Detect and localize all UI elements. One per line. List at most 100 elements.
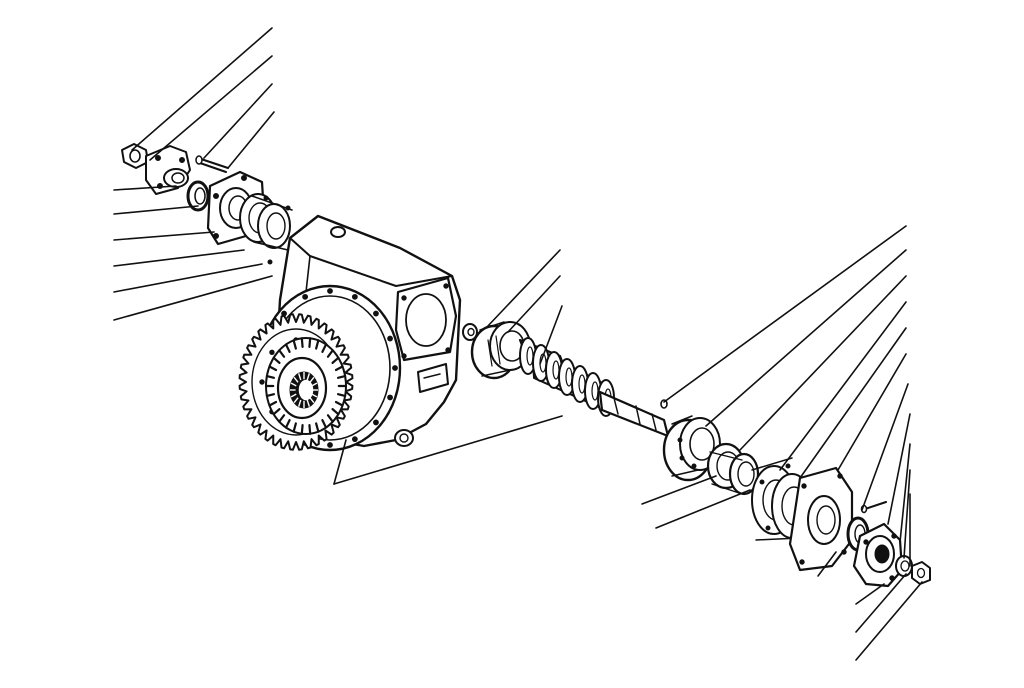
worm-thread — [519, 337, 615, 417]
flange-bolt — [373, 419, 379, 426]
leader-line — [131, 27, 273, 151]
flange-bolt — [351, 293, 358, 300]
inner-tooth — [336, 374, 347, 379]
spline — [290, 382, 297, 387]
spline — [306, 373, 311, 381]
inner-tooth — [315, 339, 320, 350]
leader-line — [739, 275, 907, 451]
spline — [297, 399, 302, 407]
leader-line — [817, 551, 837, 577]
leader-line — [855, 581, 923, 661]
hub-splines — [290, 372, 318, 408]
flange-bolt — [302, 293, 309, 300]
inner-tooth — [278, 349, 286, 358]
spline — [309, 376, 315, 383]
leader-line — [899, 443, 911, 543]
leader-line — [779, 301, 907, 471]
leader-line — [903, 469, 911, 559]
leader-line — [113, 205, 199, 215]
spline — [297, 373, 302, 381]
inner-tooth — [268, 400, 278, 407]
inner-tooth — [300, 424, 304, 435]
leader-line — [113, 231, 215, 241]
right-nut — [911, 561, 931, 585]
inner-tooth — [334, 365, 344, 372]
inner-tooth — [284, 343, 291, 354]
spline — [309, 397, 315, 404]
inner-tooth — [292, 339, 297, 350]
flange-bolt — [392, 365, 398, 371]
leader-line — [333, 415, 563, 485]
inner-tooth — [292, 422, 297, 433]
flange-bolt — [327, 288, 333, 294]
inner-tooth — [331, 356, 340, 364]
shaft-front-nut — [462, 323, 478, 341]
gear-web-hole — [269, 349, 275, 356]
inner-tooth — [300, 337, 304, 348]
inner-tooth — [321, 418, 328, 429]
leader-line — [539, 305, 563, 365]
spline — [290, 393, 297, 398]
spline — [311, 393, 318, 398]
left-shims — [239, 193, 293, 265]
inner-gear-teeth — [264, 337, 348, 435]
inner-tooth — [272, 356, 281, 364]
left-flange — [145, 145, 191, 195]
inner-tooth — [321, 343, 328, 354]
shaft-rear-bearing — [662, 415, 721, 482]
leader-line — [799, 327, 907, 479]
flange-bolt — [327, 442, 333, 448]
inner-tooth — [278, 414, 286, 423]
inner-tooth — [331, 408, 340, 416]
leader-lines — [113, 27, 923, 661]
inner-tooth — [272, 408, 281, 416]
leader-line — [113, 263, 263, 293]
leader-line — [113, 249, 245, 267]
spline — [293, 376, 299, 383]
leader-line — [507, 275, 561, 333]
leader-line — [861, 383, 909, 511]
leader-line — [485, 249, 561, 329]
right-end-assembly — [706, 442, 931, 588]
inner-tooth — [308, 424, 312, 435]
spline — [293, 397, 299, 404]
leader-line — [837, 353, 907, 471]
inner-tooth — [326, 414, 334, 423]
inner-tooth — [336, 393, 347, 398]
leader-line — [855, 573, 907, 633]
left-seal-ring — [186, 180, 210, 212]
flange-bolt — [387, 394, 393, 401]
left-end-assembly — [121, 143, 293, 265]
inner-tooth — [265, 374, 276, 379]
leader-line — [705, 249, 907, 427]
inner-tooth — [265, 393, 276, 398]
leader-line — [855, 583, 885, 605]
leader-line — [149, 55, 273, 161]
center-shaft-assembly — [462, 321, 721, 482]
inner-tooth — [334, 400, 344, 407]
inner-tooth — [308, 337, 312, 348]
leader-line — [227, 111, 275, 169]
right-flange — [852, 522, 904, 588]
leader-line — [113, 275, 273, 321]
spline — [311, 382, 318, 387]
inner-tooth — [326, 349, 334, 358]
leader-line — [333, 439, 347, 485]
leader-line — [113, 185, 177, 191]
leader-line — [655, 489, 751, 529]
leader-line — [203, 83, 273, 159]
gear-web-hole — [259, 379, 265, 385]
flange-bolt — [373, 310, 379, 317]
right-spacer-rings — [706, 442, 760, 496]
inner-tooth — [268, 365, 278, 372]
left-pin — [195, 155, 229, 173]
right-cover — [788, 466, 854, 572]
leader-line — [887, 413, 911, 525]
flange-bolt — [387, 335, 393, 342]
inner-tooth — [284, 418, 291, 429]
leader-line — [641, 475, 717, 505]
leader-line — [663, 225, 907, 403]
gear-housing — [238, 214, 462, 452]
